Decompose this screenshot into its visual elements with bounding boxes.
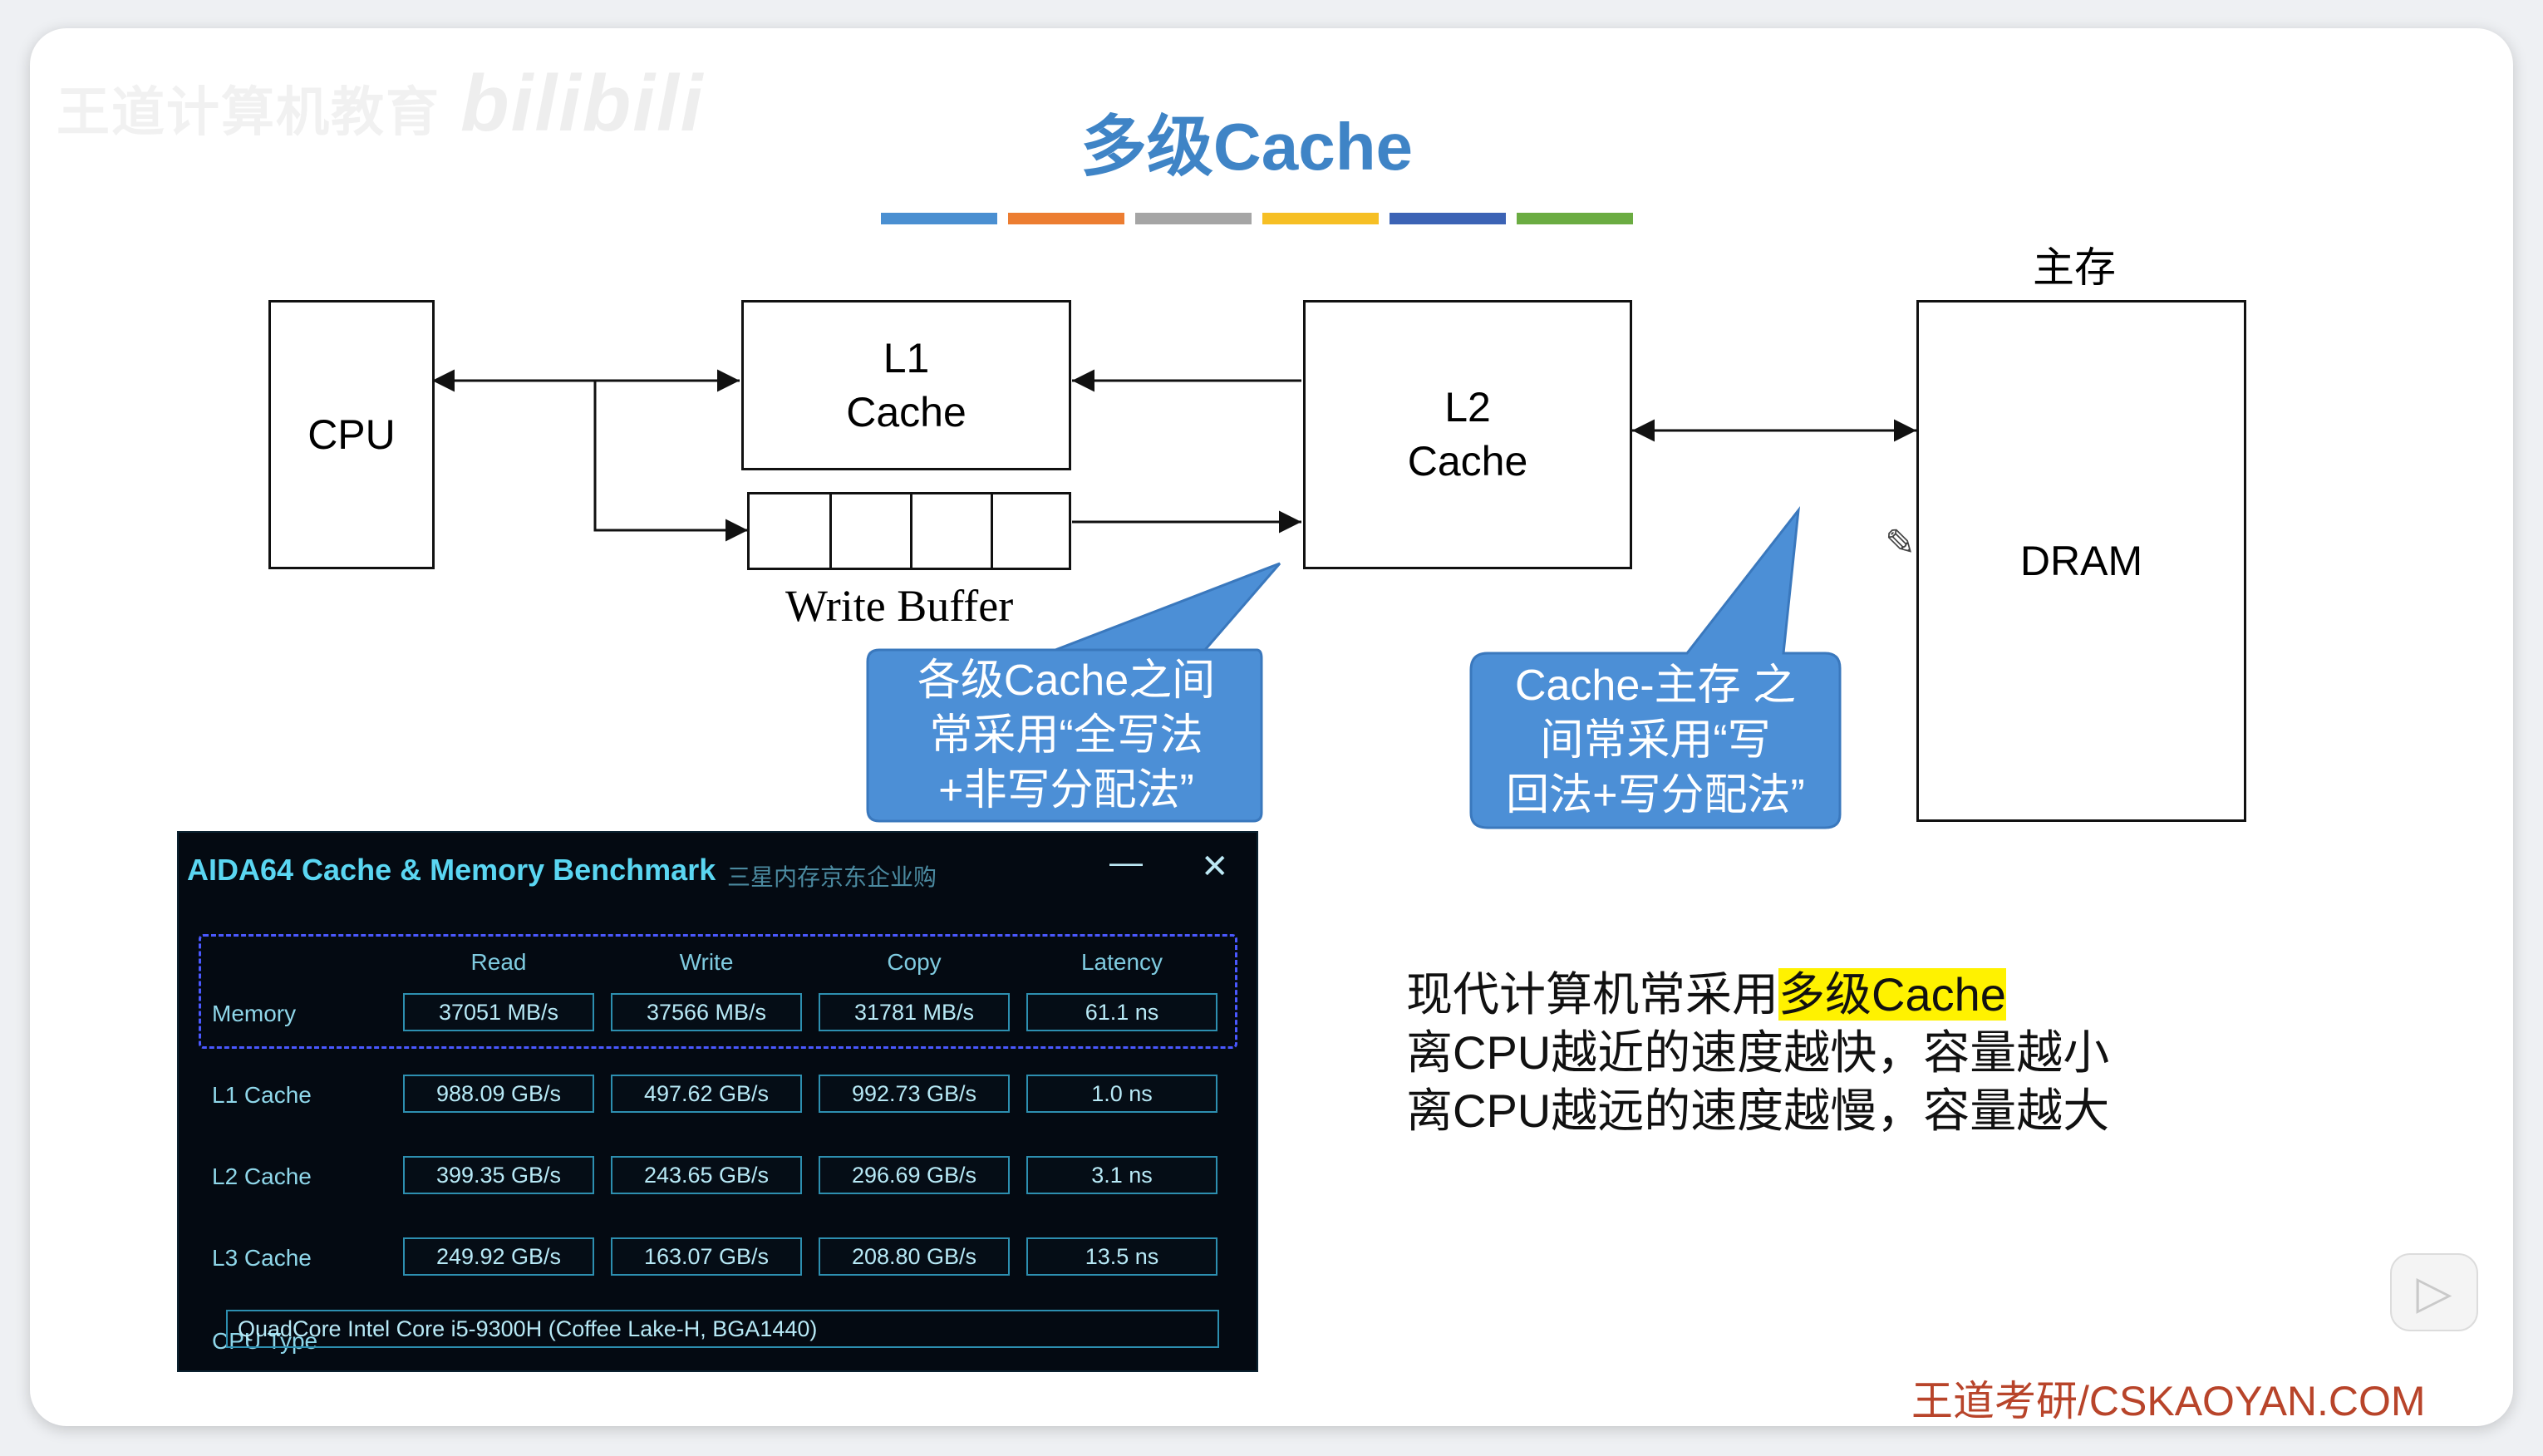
bilibili-logo: bilibili xyxy=(460,59,705,148)
column-header-latency: Latency xyxy=(1080,949,1163,975)
color-strip-segment xyxy=(881,213,997,224)
callout-left-shape xyxy=(866,562,1281,823)
play-icon: ▷ xyxy=(2416,1266,2452,1318)
row-label-l2: L2 Cache xyxy=(212,1163,312,1189)
l1-cache-label: L1 Cache xyxy=(846,334,967,435)
l2-latency: 3.1 ns xyxy=(1026,1156,1217,1194)
write-buffer-slot xyxy=(910,494,912,568)
write-buffer xyxy=(747,492,1071,570)
callout-left-text: 各级Cache之间 常采用“全写法 +非写分配法” xyxy=(917,657,1216,814)
l3-read: 249.92 GB/s xyxy=(403,1237,594,1276)
color-strip-segment xyxy=(1390,213,1506,224)
l2-write: 243.65 GB/s xyxy=(611,1156,802,1194)
close-icon[interactable]: ✕ xyxy=(1201,849,1229,885)
l1-read: 988.09 GB/s xyxy=(403,1075,594,1113)
watermark-text: 王道计算机教育 xyxy=(57,82,440,142)
write-buffer-label: Write Buffer xyxy=(785,581,1014,631)
aida64-window: AIDA64 Cache & Memory Benchmark 三星内存京东企业… xyxy=(177,831,1258,1372)
cpu-type-value: QuadCore Intel Core i5-9300H (Coffee Lak… xyxy=(226,1310,1219,1348)
write-buffer-slot xyxy=(991,494,993,568)
l1-cache-box: L1 Cache xyxy=(741,300,1071,470)
l2-read: 399.35 GB/s xyxy=(403,1156,594,1194)
column-header-write: Write xyxy=(679,949,734,975)
pencil-cursor-icon: ✎ xyxy=(1885,523,1916,563)
description-line-3: 离CPU越远的速度越慢，容量越大 xyxy=(1406,1085,2110,1137)
l1-write: 497.62 GB/s xyxy=(611,1075,802,1113)
l2-cache-box: L2 Cache xyxy=(1303,300,1632,569)
callout-right-text: Cache-主存 之 间常采用“写 回法+写分配法” xyxy=(1506,662,1805,819)
description-line-1: 现代计算机常采用多级Cache xyxy=(1406,957,2006,1025)
color-strip-segment xyxy=(1517,213,1633,224)
watermark: 王道计算机教育 bilibili xyxy=(57,58,704,150)
memory-copy: 31781 MB/s xyxy=(819,993,1010,1031)
l1-latency: 1.0 ns xyxy=(1026,1075,1217,1113)
dram-box: DRAM xyxy=(1916,300,2246,822)
l3-copy: 208.80 GB/s xyxy=(819,1237,1010,1276)
column-header-copy: Copy xyxy=(887,949,942,975)
aida64-subtitle: 三星内存京东企业购 xyxy=(727,864,937,890)
memory-write: 37566 MB/s xyxy=(611,993,802,1031)
column-header-read: Read xyxy=(470,949,527,975)
slide-title: 多级Cache xyxy=(1080,110,1414,184)
memory-latency: 61.1 ns xyxy=(1026,993,1217,1031)
l2-cache-label: L2 Cache xyxy=(1407,384,1528,485)
cpu-label: CPU xyxy=(307,411,396,458)
row-label-memory: Memory xyxy=(212,1001,297,1026)
cpu-box: CPU xyxy=(268,300,435,569)
memory-read: 37051 MB/s xyxy=(403,993,594,1031)
aida64-title: AIDA64 Cache & Memory Benchmark xyxy=(187,853,716,887)
l1-copy: 992.73 GB/s xyxy=(819,1075,1010,1113)
write-buffer-slot xyxy=(829,494,832,568)
color-strip-segment xyxy=(1262,213,1379,224)
color-strip-segment xyxy=(1135,213,1252,224)
minimize-icon[interactable]: — xyxy=(1109,844,1143,881)
row-label-l1: L1 Cache xyxy=(212,1082,312,1108)
footer-brand: 王道考研/CSKAOYAN.COM xyxy=(1911,1378,2426,1424)
description-highlight: 多级Cache xyxy=(1778,968,2006,1021)
memory-highlight-frame xyxy=(199,934,1237,1049)
description-line-2: 离CPU越近的速度越快，容量越小 xyxy=(1406,1026,2110,1079)
description-line-1-prefix: 现代计算机常采用 xyxy=(1406,968,1778,1021)
cpu-writebuffer-arrow xyxy=(593,381,748,542)
play-button[interactable]: ▷ xyxy=(2390,1253,2478,1331)
l3-latency: 13.5 ns xyxy=(1026,1237,1217,1276)
main-memory-label: 主存 xyxy=(2033,244,2116,291)
l3-write: 163.07 GB/s xyxy=(611,1237,802,1276)
row-label-cpu-type: CPU Type xyxy=(212,1328,318,1354)
color-strip-segment xyxy=(1008,213,1124,224)
callout-right-shape xyxy=(1469,505,1842,829)
l2-copy: 296.69 GB/s xyxy=(819,1156,1010,1194)
row-label-l3: L3 Cache xyxy=(212,1245,312,1271)
dram-label: DRAM xyxy=(2019,537,2143,584)
